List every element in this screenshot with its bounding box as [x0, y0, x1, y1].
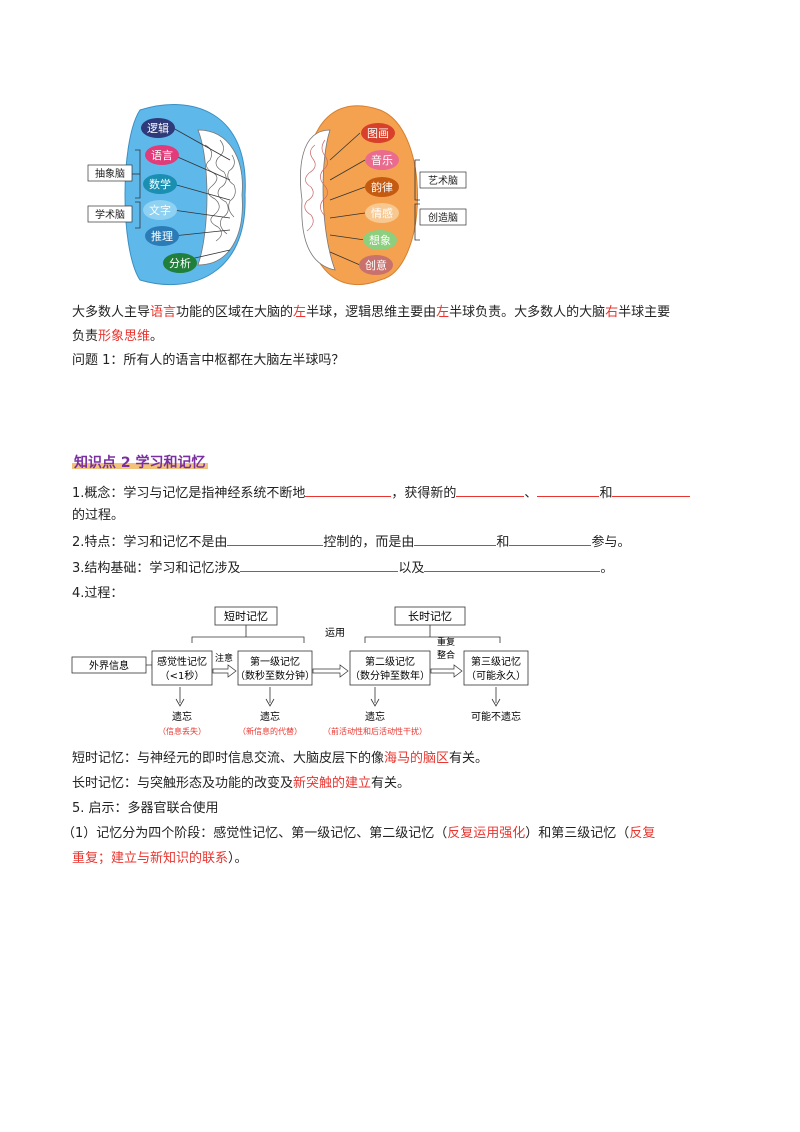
- second-level-memory: 第二级记忆: [365, 655, 415, 668]
- integrate-label: 整合: [437, 649, 455, 661]
- bubble-left-0: 逻辑: [147, 121, 169, 135]
- item-2: 2.特点：学习和记忆不是由控制的，而是由和参与。: [72, 531, 630, 554]
- bubble-right-3: 情感: [371, 207, 393, 220]
- para1-segment: 半球，逻辑思维主要由: [306, 305, 437, 320]
- stage-line1: （1）记忆分为四个阶段：感觉性记忆、第一级记忆、第二级记忆（反复运用强化）和第三…: [62, 826, 656, 841]
- short-term-label: 短时记忆: [224, 609, 268, 623]
- long-term-label: 长时记忆: [408, 610, 452, 623]
- para1-segment: 右: [605, 305, 619, 320]
- blank[interactable]: [414, 531, 497, 546]
- outside-info: 外界信息: [89, 659, 129, 672]
- forget-1-note: （信息丢失）: [158, 726, 206, 736]
- para1-segment: 功能的区域在大脑的: [176, 305, 294, 320]
- tag-creative-brain: 创造脑: [428, 211, 458, 224]
- bubble-left-1: 语言: [151, 149, 173, 162]
- forget-2-note: （新信息的代替）: [238, 726, 302, 736]
- use-label: 运用: [325, 627, 345, 639]
- forget-2: 遗忘: [260, 710, 280, 723]
- third-level-duration: （可能永久）: [466, 669, 526, 682]
- right-brain: [300, 105, 420, 285]
- forget-3-note: （前活动性和后活动性干扰）: [323, 726, 427, 736]
- blank[interactable]: [537, 482, 600, 497]
- tag-academic-brain: 学术脑: [95, 208, 125, 221]
- brain-diagram: 逻辑 语言 数学 文字 推理 分析 抽象脑 学术脑 图画 音乐: [87, 104, 467, 286]
- forget-1: 遗忘: [172, 710, 192, 723]
- item-1-end: 的过程。: [72, 508, 125, 523]
- item-4: 4.过程：: [72, 586, 124, 601]
- para1-segment: 半球负责。大多数人的大脑: [449, 305, 606, 320]
- paragraph-hemisphere-line2: 负责形象思维。: [72, 329, 164, 344]
- second-level-duration: （数分钟至数年）: [350, 669, 430, 682]
- bubble-right-5: 创意: [365, 258, 387, 272]
- section-title: 知识点 2 学习和记忆: [72, 452, 208, 472]
- forget-3: 遗忘: [365, 710, 385, 723]
- blank[interactable]: [240, 557, 399, 572]
- first-level-duration: （数秒至数分钟）: [235, 669, 315, 682]
- bubble-right-2: 韵律: [371, 180, 393, 194]
- blank[interactable]: [509, 531, 592, 546]
- bubble-left-5: 分析: [169, 256, 191, 270]
- paragraph-hemisphere-line1: 大多数人主导语言功能的区域在大脑的左半球，逻辑思维主要由左半球负责。大多数人的大…: [72, 302, 670, 324]
- long-memory-text: 长时记忆：与突触形态及功能的改变及新突触的建立有关。: [72, 776, 411, 791]
- bubble-left-3: 文字: [149, 203, 171, 217]
- blank[interactable]: [305, 482, 392, 497]
- bubble-right-1: 音乐: [371, 153, 393, 167]
- bubble-right-4: 想象: [369, 233, 391, 247]
- para1-segment: 大多数人主导: [72, 305, 151, 320]
- right-tags: 艺术脑 创造脑: [419, 171, 467, 226]
- blank[interactable]: [612, 482, 691, 497]
- para1-segment: 半球主要: [618, 305, 671, 320]
- memory-flow-diagram: 短时记忆 长时记忆 外界信息 感觉性记忆 （<1秒） 注意 第一级记忆 （数秒至…: [71, 606, 529, 736]
- sensory-duration: （<1秒）: [160, 669, 205, 682]
- item-3: 3.结构基础：学习和记忆涉及以及。: [72, 557, 613, 580]
- may-not-forget: 可能不遗忘: [471, 710, 521, 723]
- first-level-memory: 第一级记忆: [250, 655, 300, 668]
- question-1: 问题 1：所有人的语言中枢都在大脑左半球吗？: [72, 353, 345, 368]
- blank[interactable]: [456, 482, 525, 497]
- sensory-memory: 感觉性记忆: [157, 655, 207, 668]
- stage-line2: 重复；建立与新知识的联系）。: [72, 851, 248, 866]
- blank[interactable]: [227, 531, 324, 546]
- para1-segment: 语言: [150, 305, 177, 320]
- item-1: 1.概念：学习与记忆是指神经系统不断地，获得新的、和: [72, 482, 691, 505]
- left-tags: 抽象脑 学术脑: [87, 164, 133, 223]
- third-level-memory: 第三级记忆: [471, 655, 521, 668]
- item-5: 5. 启示：多器官联合使用: [72, 801, 219, 816]
- para1-segment: 左: [436, 305, 450, 320]
- repeat-label: 重复: [437, 636, 455, 648]
- para1-segment: 左: [293, 305, 307, 320]
- blank[interactable]: [424, 557, 601, 572]
- left-bubbles: 逻辑 语言 数学 文字 推理 分析: [141, 118, 197, 273]
- right-bubbles: 图画 音乐 韵律 情感 想象 创意: [359, 123, 399, 275]
- tag-abstract-brain: 抽象脑: [95, 167, 125, 180]
- bubble-right-0: 图画: [367, 127, 389, 140]
- short-memory-text: 短时记忆：与神经元的即时信息交流、大脑皮层下的像海马的脑区有关。: [72, 751, 489, 766]
- bubble-left-2: 数学: [149, 177, 171, 191]
- tag-art-brain: 艺术脑: [428, 174, 458, 187]
- attention-label: 注意: [215, 652, 233, 664]
- bubble-left-4: 推理: [151, 229, 173, 243]
